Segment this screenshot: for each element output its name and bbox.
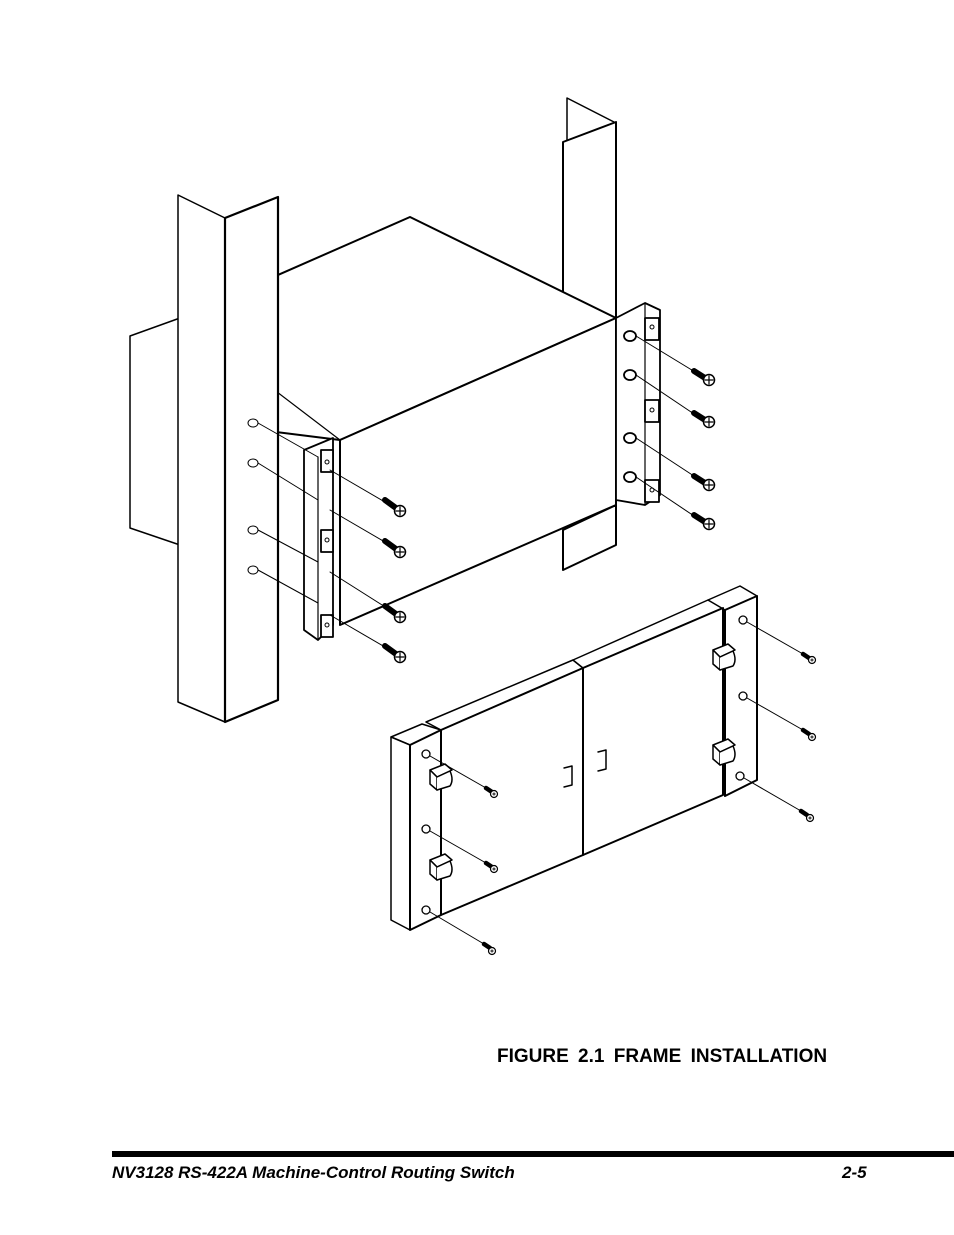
screw-icon [382,538,407,559]
screw-icon [481,941,497,956]
screw-icon [483,785,499,799]
screw-icon [691,368,716,387]
right-rack-rail [562,97,617,571]
screw-icon [691,512,716,531]
screw-icon [382,497,407,518]
screw-icon [382,603,407,624]
screw-icon [800,727,817,742]
alignment-lines-left [257,422,391,651]
front-door-assembly [390,585,804,945]
hinge-clip [712,738,736,766]
rack-screws-right [691,368,716,531]
left-rack-rail [177,194,280,724]
rail-hole [247,458,259,468]
rail-hole [247,565,259,575]
screw-icon [691,473,716,492]
screw-icon [800,651,817,665]
chassis-rear-panel [129,317,181,546]
frame-installation-drawing [129,97,817,956]
footer-rule [112,1151,954,1157]
left-mounting-ear [303,437,334,641]
figure-caption: FIGURE 2.1 FRAME INSTALLATION [497,1046,828,1067]
door-screws [481,651,817,956]
hinge-clip [429,763,453,791]
screw-icon [691,410,716,429]
door-handle [597,749,607,772]
left-door-panel [440,667,584,916]
rack-screws-left [382,497,407,664]
rail-hole [247,525,259,535]
footer-manual-title: NV3128 RS-422A Machine-Control Routing S… [112,1163,515,1182]
screw-icon [798,808,815,823]
footer-page-number: 2-5 [842,1163,867,1182]
right-mounting-ear [615,302,661,506]
rail-hole [247,418,259,428]
hinge-clip [429,853,453,881]
hinge-clip [712,643,736,671]
screw-icon [483,860,499,874]
alignment-lines-right [635,335,701,521]
screw-icon [382,643,407,664]
door-handle [563,765,573,788]
chassis-body [179,216,617,626]
right-door-panel [582,607,724,856]
